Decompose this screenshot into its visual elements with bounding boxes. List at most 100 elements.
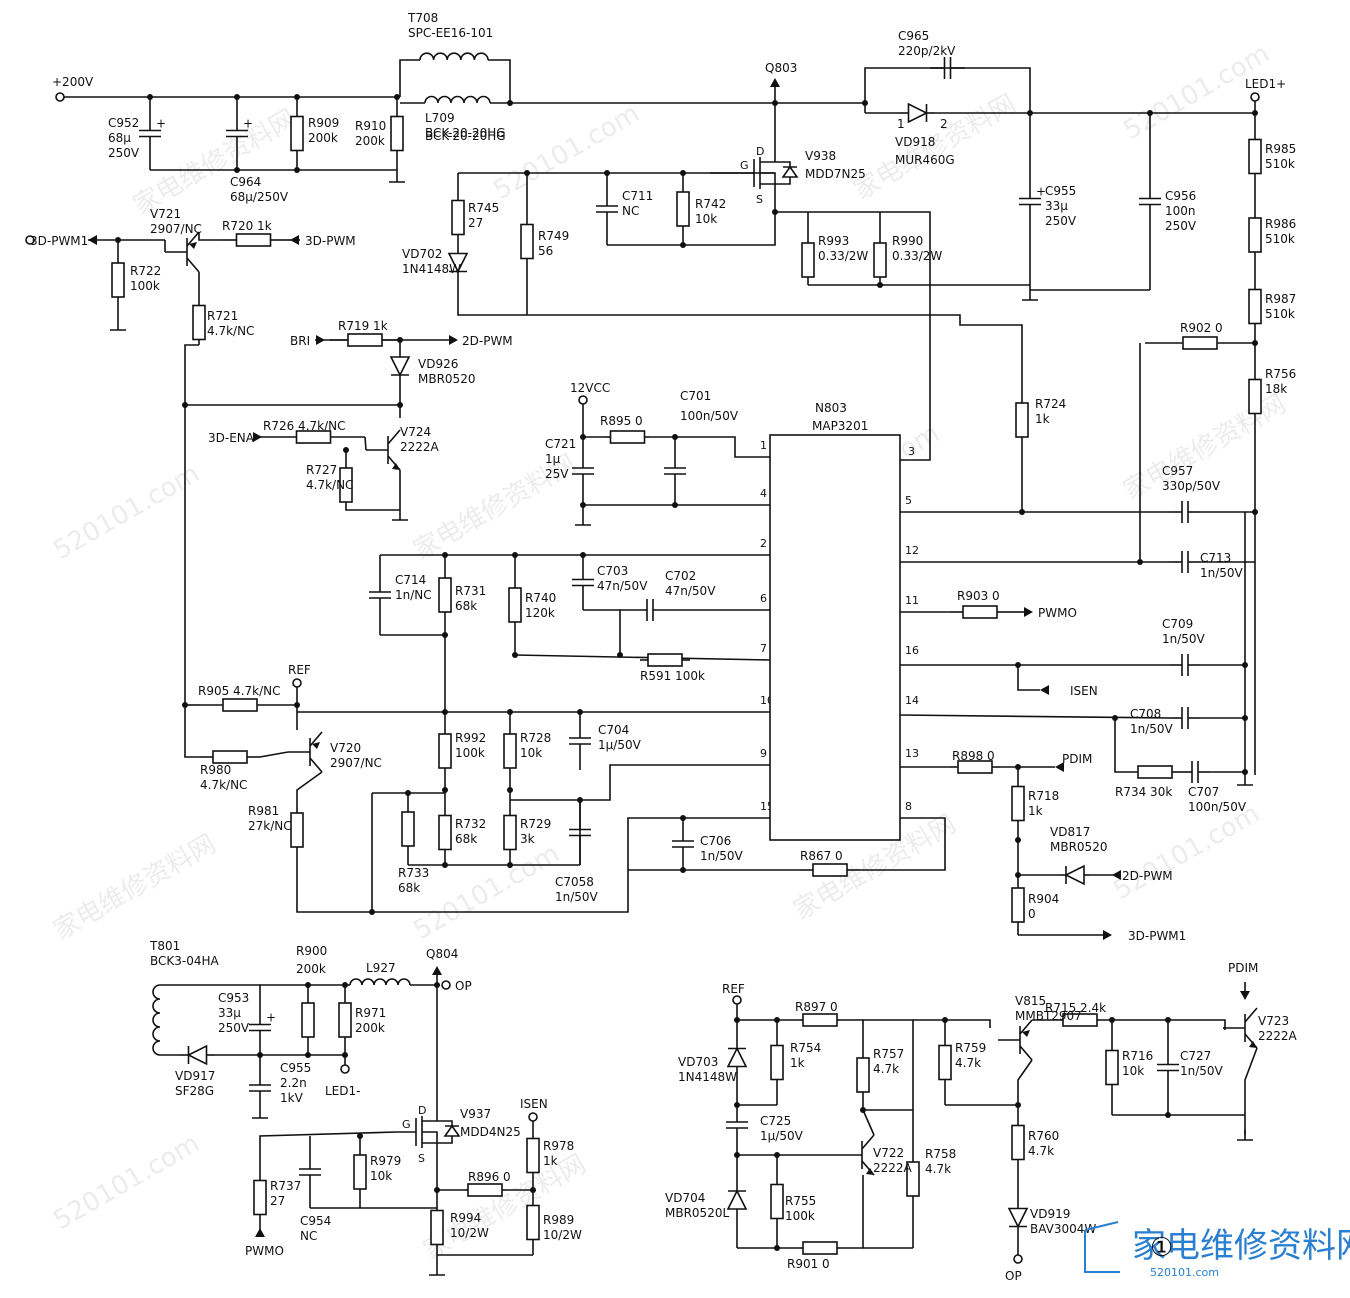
r980-label: 4.7k/NC <box>200 778 247 792</box>
resistor <box>770 1044 784 1081</box>
r760-label: R760 <box>1028 1129 1059 1143</box>
resistor <box>802 1013 838 1027</box>
wire <box>345 505 400 511</box>
r994-label: R994 <box>450 1211 481 1225</box>
resistor <box>235 233 272 247</box>
c721-label: C721 <box>545 437 576 451</box>
r721-label: 4.7k/NC <box>207 324 254 338</box>
junction-dot <box>617 652 623 658</box>
arrow-left-icon <box>1040 685 1049 695</box>
r749-label: R749 <box>538 229 569 243</box>
transistor-arrow <box>1022 1030 1030 1037</box>
r728-label: R728 <box>520 731 551 745</box>
capacitor <box>1157 1063 1179 1072</box>
pin-g-label: G <box>740 159 749 172</box>
wire <box>198 232 222 241</box>
r990-label: R990 <box>892 234 923 248</box>
pin-num: 16 <box>905 644 919 657</box>
r993-label: 0.33/2W <box>818 249 868 263</box>
wire <box>296 771 323 810</box>
c727-label: 1n/50V <box>1180 1064 1224 1078</box>
r716-label: R716 <box>1122 1049 1153 1063</box>
r909-label: R909 <box>308 116 339 130</box>
r905-label: R905 4.7k/NC <box>198 684 281 698</box>
r993-label: R993 <box>818 234 849 248</box>
r718-label: 1k <box>1028 804 1043 818</box>
ground-icon <box>252 1108 268 1119</box>
resistor <box>1248 378 1262 415</box>
arrow-right-icon <box>316 335 325 345</box>
junction-dot <box>1242 662 1248 668</box>
v723-label: 2222A <box>1258 1029 1298 1043</box>
l927-label: L927 <box>366 961 396 975</box>
ground-icon <box>389 172 405 183</box>
c709-label: C709 <box>1162 617 1193 631</box>
diode <box>186 1044 208 1066</box>
pin-s-label: S <box>756 193 763 206</box>
r591-label: R591 100k <box>640 669 705 683</box>
vd926-label: MBR0520 <box>418 372 475 386</box>
arrow-left-icon <box>1112 870 1121 880</box>
resistor <box>1015 402 1029 438</box>
junction-dot <box>507 862 513 868</box>
arrow-up-icon <box>255 1228 265 1237</box>
wire <box>862 1109 875 1136</box>
c953-label: 33µ <box>218 1006 241 1020</box>
v720-label: 2907/NC <box>330 756 382 770</box>
c957-label: 330p/50V <box>1162 479 1221 493</box>
resistor <box>962 605 998 619</box>
c711-label: C711 <box>622 189 653 203</box>
resistor <box>1011 887 1025 923</box>
vd703-label: VD703 <box>678 1055 718 1069</box>
r904-label: 0 <box>1028 907 1036 921</box>
mosfet <box>397 1107 453 1157</box>
capacitor <box>139 129 161 138</box>
labels: +200V+C95268µ250V+C96468µ/250VR909200kR9… <box>30 11 1298 1283</box>
v723-label: V723 <box>1258 1014 1289 1028</box>
logo-url: 520101.com <box>1150 1266 1219 1279</box>
watermark: 520101.com <box>1109 799 1265 907</box>
r900-ref: R900 <box>296 944 327 958</box>
net-3d-pwm1: 3D-PWM1 <box>30 234 88 248</box>
c727-label: C727 <box>1180 1049 1211 1063</box>
t801-label: T801 <box>149 939 180 953</box>
r722-label: 100k <box>130 279 160 293</box>
arrow-right-icon <box>1103 930 1112 940</box>
c701-val: 100n/50V <box>680 409 739 423</box>
net-ref: REF <box>288 663 311 677</box>
resistor <box>222 698 258 712</box>
r728-label: 10k <box>520 746 542 760</box>
net-pwmo-out: PWMO <box>1038 606 1077 620</box>
v815-label: MMBT2907 <box>1015 1009 1082 1023</box>
capacitor <box>1139 197 1161 206</box>
terminal <box>578 395 588 405</box>
c952-label: C952 <box>108 116 139 130</box>
net-op-2: OP <box>1005 1269 1022 1283</box>
c704-label: C704 <box>598 723 629 737</box>
c703-label: 47n/50V <box>597 579 648 593</box>
c704-label: 1µ/50V <box>598 738 642 752</box>
c955b-label: C955 <box>280 1061 311 1075</box>
diode <box>447 252 469 274</box>
vd704-label: VD704 <box>665 1191 705 1205</box>
v720-label: V720 <box>330 741 361 755</box>
transistor <box>288 731 323 773</box>
v722-label: V722 <box>873 1146 904 1160</box>
resistor <box>467 1183 503 1197</box>
r759-label: 4.7k <box>955 1056 981 1070</box>
r978-label: 1k <box>543 1154 558 1168</box>
junction-dot <box>305 1052 311 1058</box>
ground-icon <box>1237 1130 1253 1141</box>
net-pdim-2: PDIM <box>1228 961 1258 975</box>
ground-icon <box>429 1265 445 1276</box>
c721-label: 1µ <box>545 452 561 466</box>
wire <box>296 850 372 913</box>
c702-label: C702 <box>665 569 696 583</box>
net-op-1: OP <box>455 979 472 993</box>
inductor <box>424 95 491 104</box>
resistor <box>812 863 848 877</box>
circle-number: ① <box>1150 1233 1173 1263</box>
c952-label: 68µ <box>108 131 131 145</box>
junction-dot <box>442 862 448 868</box>
wire <box>840 1175 864 1249</box>
